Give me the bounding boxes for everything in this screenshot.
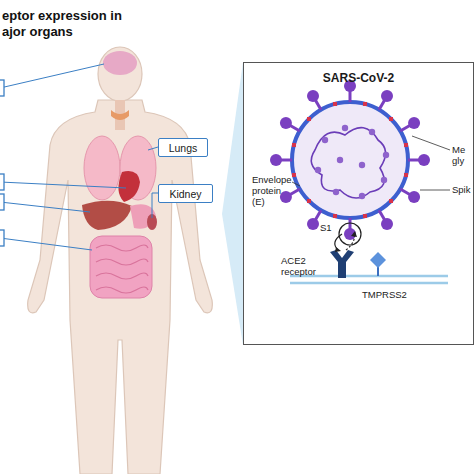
intestine-folds xyxy=(96,245,148,293)
head xyxy=(98,47,142,101)
organ-label-box: Kidney xyxy=(158,184,213,203)
organ-name: Kidney xyxy=(169,188,201,200)
cell-membrane xyxy=(290,282,448,285)
spike-protein xyxy=(379,210,393,230)
membrane-protein xyxy=(292,173,296,177)
tmprss2-symbol xyxy=(370,252,386,268)
membrane-protein xyxy=(404,173,408,177)
spike-protein xyxy=(379,90,393,110)
intestines xyxy=(90,236,152,298)
heart xyxy=(118,171,140,202)
membrane-protein xyxy=(389,199,393,203)
thyroid xyxy=(111,110,129,120)
receptor-label: ACE2 receptor xyxy=(281,255,333,277)
membrane-protein xyxy=(363,214,367,218)
membrane-protein xyxy=(292,143,296,147)
human-body xyxy=(28,100,213,474)
arrow-head xyxy=(351,231,357,237)
part-label: S1 xyxy=(320,222,336,233)
membrane-protein xyxy=(307,199,311,203)
part-label: Spik xyxy=(452,184,474,195)
ace2-receptor xyxy=(330,250,354,278)
spike-protein xyxy=(307,210,321,230)
nucleocapsid xyxy=(333,189,339,195)
spike-protein xyxy=(408,154,430,166)
virus-illustration xyxy=(270,80,430,245)
spike-protein xyxy=(400,189,420,203)
brain xyxy=(103,51,137,75)
spike-protein xyxy=(307,90,321,110)
membrane-protein xyxy=(404,143,408,147)
zoom-wedge xyxy=(222,62,243,345)
part-label: Envelope protein (E) xyxy=(252,174,296,207)
viral-envelope xyxy=(292,102,408,218)
liver xyxy=(82,201,132,230)
cropped-boxes xyxy=(0,80,4,246)
arrow-head xyxy=(335,247,341,252)
nucleocapsid xyxy=(369,129,375,135)
spike-protein xyxy=(280,189,300,203)
panel-background xyxy=(243,62,474,345)
membrane-protein xyxy=(363,102,367,106)
zoom-panel: SARS-CoV-2 xyxy=(243,62,474,345)
membrane-protein xyxy=(307,117,311,121)
organ-label-box: Lungs xyxy=(158,138,208,157)
spike-protein xyxy=(400,117,420,131)
nucleocapsid xyxy=(322,137,328,143)
lung-left xyxy=(84,136,120,200)
spike-protein xyxy=(280,117,300,131)
membrane-protein xyxy=(333,214,337,218)
nucleocapsid xyxy=(381,177,387,183)
s1-highlight xyxy=(339,223,361,245)
protease-label: TMPRSS2 xyxy=(362,289,422,300)
label-leaders xyxy=(292,136,450,190)
nucleocapsid xyxy=(342,125,348,131)
nucleocapsid xyxy=(359,162,365,168)
membrane-protein xyxy=(389,117,393,121)
membrane-protein xyxy=(333,102,337,106)
part-label: Me gly xyxy=(452,144,472,166)
leader-lines xyxy=(0,64,158,250)
release-arrow xyxy=(346,234,354,250)
panel-title: SARS-CoV-2 xyxy=(244,63,473,85)
nucleocapsid xyxy=(359,193,365,199)
nucleocapsid xyxy=(337,157,343,163)
viral-rna xyxy=(311,128,385,198)
spike-protein xyxy=(270,154,292,166)
nucleocapsid xyxy=(383,152,389,158)
figure-title: eptor expression in ajor organs xyxy=(2,8,134,40)
nucleocapsid xyxy=(315,167,321,173)
organ-name: Lungs xyxy=(169,142,198,154)
